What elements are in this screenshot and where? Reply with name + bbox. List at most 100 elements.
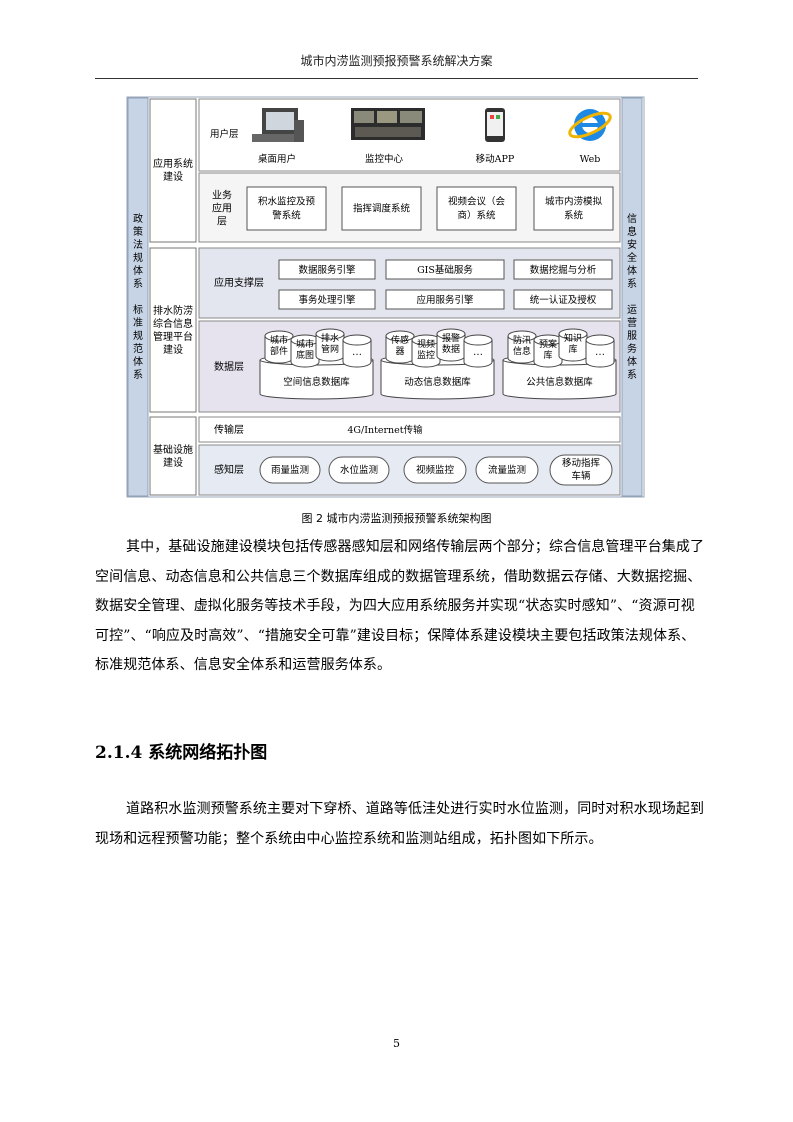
sub-cylinder-label: 知识 (564, 332, 582, 344)
support-service-label: 统一认证及授权 (530, 294, 597, 306)
security-column-text: 安 (627, 238, 637, 251)
sub-cylinder-label: 预案 (539, 338, 557, 350)
section-platform-label: 管理平台 (153, 330, 193, 343)
security-column-text: 营 (627, 316, 637, 329)
section-platform-label: 排水防涝 (153, 304, 193, 317)
sensor-item-label: 视频监控 (416, 464, 455, 476)
sub-cylinder-label: 城市 (296, 338, 314, 350)
paragraph-2: 道路积水监测预警系统主要对下穿桥、道路等低洼处进行实时水位监测，同时对积水现场起… (95, 795, 705, 854)
data-layer-label: 数据层 (214, 360, 244, 373)
database-name: 动态信息数据库 (404, 376, 471, 388)
policy-column-text: 规 (133, 329, 143, 342)
desktop-user-icon (252, 108, 304, 142)
paragraph-2-text: 道路积水监测预警系统主要对下穿桥、道路等低洼处进行实时水位监测，同时对积水现场起… (95, 801, 705, 847)
sub-cylinder-label: 库 (543, 349, 552, 361)
policy-column (127, 97, 149, 497)
sub-cylinder-label: 视频 (417, 338, 435, 350)
business-system-label: 积水监控及预 (258, 196, 316, 208)
sub-cylinder-label: 数据 (442, 343, 460, 355)
support-service-label: GIS基础服务 (417, 264, 473, 276)
sensor-item-label: 移动指挥 (562, 457, 601, 469)
sensor-layer-label: 感知层 (214, 463, 244, 476)
database-sub-cylinder (342, 334, 372, 368)
security-column-text: 服 (627, 330, 637, 342)
security-column-text: 息 (627, 225, 637, 238)
section-title: 2.1.4 系统网络拓扑图 (95, 743, 268, 763)
sub-cylinder-label: … (473, 347, 483, 358)
sub-cylinder-label: 库 (568, 343, 577, 355)
section-platform-label: 综合信息 (153, 317, 193, 330)
user-item-label: 监控中心 (365, 153, 404, 165)
policy-column-text: 范 (133, 342, 143, 355)
sub-cylinder-label: 信息 (513, 345, 531, 357)
paragraph-1: 其中，基础设施建设模块包括传感器感知层和网络传输层两个部分；综合信息管理平台集成… (95, 533, 705, 681)
sensor-item-label: 雨量监测 (271, 464, 309, 476)
database-sub-cylinder (507, 330, 537, 364)
security-column-text: 信 (627, 213, 637, 225)
web-browser-icon (568, 109, 612, 141)
business-layer-label: 应用 (212, 202, 232, 215)
user-item-label: Web (580, 154, 601, 165)
database-sub-cylinder (436, 328, 466, 362)
business-system-label: 商）系统 (457, 210, 496, 222)
user-layer-label: 用户层 (210, 128, 239, 140)
sub-cylinder-label: 城市 (270, 334, 288, 346)
policy-column-text: 法 (133, 238, 143, 251)
transport-value: 4G/Internet传输 (347, 424, 423, 436)
database-sub-cylinder (385, 330, 415, 364)
sub-cylinder-label: … (595, 347, 605, 358)
policy-column-text: 标 (133, 304, 143, 316)
policy-column-text: 策 (133, 225, 143, 238)
header-rule (95, 78, 698, 79)
sensor-item-label: 车辆 (571, 470, 591, 482)
sensor-item-label: 流量监测 (488, 464, 526, 476)
sub-cylinder-label: 管网 (321, 343, 339, 355)
policy-column-text: 体 (133, 265, 143, 277)
database-name: 公共信息数据库 (526, 376, 593, 388)
policy-column-text: 准 (133, 317, 143, 329)
user-item-label: 桌面用户 (258, 153, 296, 165)
sub-cylinder-label: 排水 (321, 332, 339, 344)
section-app-label: 建设 (163, 170, 183, 183)
sub-cylinder-label: 监控 (417, 349, 435, 361)
figure-caption: 图 2 城市内涝监测预报预警系统架构图 (301, 512, 492, 525)
security-column-text: 体 (627, 356, 637, 368)
section-infra-label: 建设 (163, 456, 183, 469)
sub-cylinder-label: 底图 (296, 349, 314, 361)
section-platform-label: 建设 (163, 343, 183, 356)
sub-cylinder-label: 报警 (442, 332, 460, 344)
business-layer-label: 业务 (212, 189, 232, 202)
database-name: 空间信息数据库 (283, 376, 350, 388)
sub-cylinder-label: 传感 (391, 334, 409, 346)
support-service-label: 数据服务引擎 (298, 264, 356, 276)
security-column (621, 97, 643, 497)
sub-cylinder-label: 防汛 (513, 334, 531, 346)
support-service-label: 数据挖掘与分析 (530, 264, 597, 276)
mobile-app-icon (485, 108, 505, 142)
business-system-label: 城市内涝模拟 (545, 196, 603, 208)
sub-cylinder-label: 部件 (270, 345, 288, 357)
database-sub-cylinder (463, 334, 493, 368)
sub-cylinder-label: 器 (395, 346, 404, 357)
database-sub-cylinder (585, 334, 615, 368)
security-column-text: 体 (627, 265, 637, 277)
database-sub-cylinder (411, 334, 441, 368)
support-layer-label: 应用支撑层 (214, 276, 264, 289)
data-layer-cylinders (259, 328, 617, 400)
security-column-text: 全 (627, 251, 637, 264)
security-column-text: 系 (627, 278, 637, 290)
business-layer-label: 层 (217, 216, 227, 228)
business-system-label: 系统 (564, 210, 584, 222)
section-app-label: 应用系统 (153, 157, 193, 170)
business-system-label: 指挥调度系统 (353, 203, 411, 215)
user-item-label: 移动APP (476, 153, 515, 165)
database-sub-cylinder (558, 328, 588, 362)
transport-layer-band (198, 416, 621, 443)
database-sub-cylinder (533, 334, 563, 368)
policy-column-text: 规 (133, 251, 143, 264)
sensor-item-label: 水位监测 (340, 464, 378, 476)
policy-column-text: 系 (133, 369, 143, 381)
business-system-label: 警系统 (272, 210, 301, 222)
security-column-text: 务 (627, 342, 637, 355)
